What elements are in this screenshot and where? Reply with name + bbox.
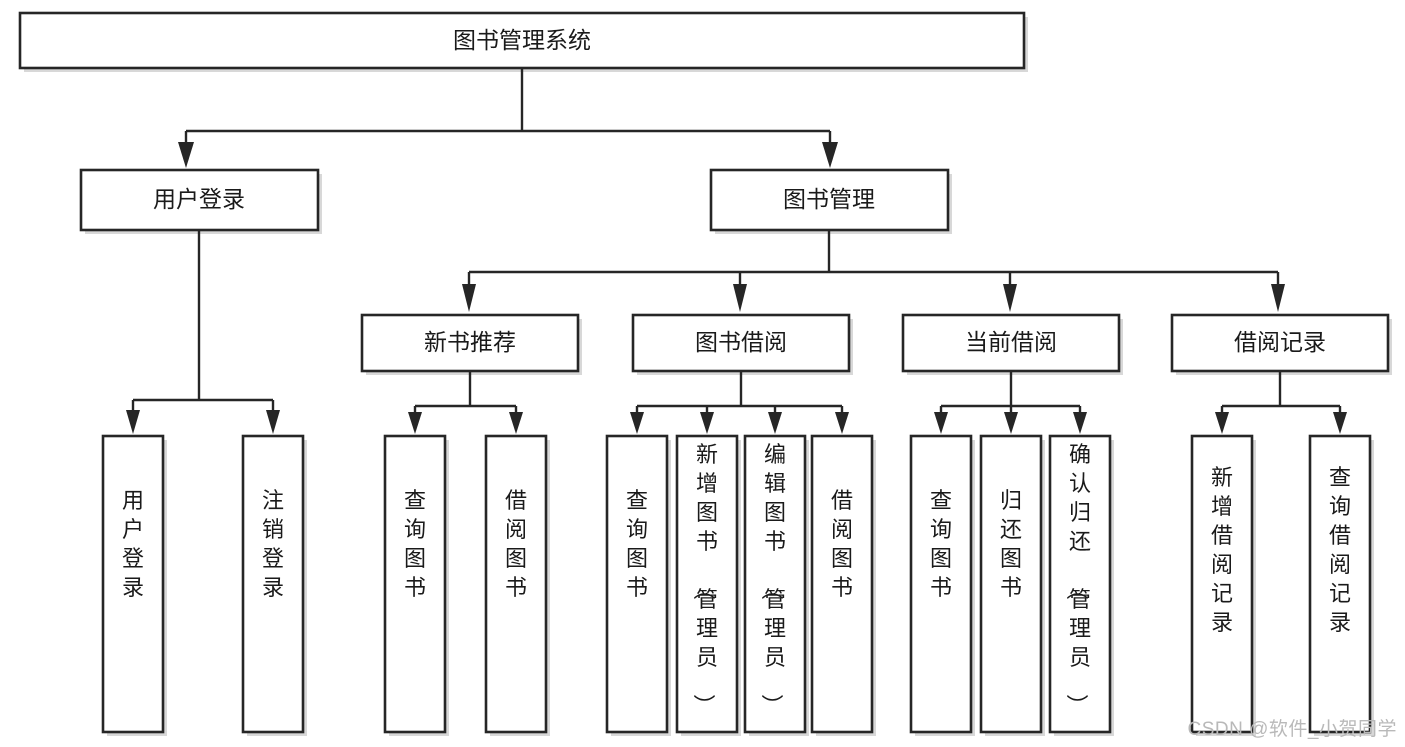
- leaf-node: 确认归还（管理员）: [1048, 434, 1114, 736]
- connector-current-borrow-to-leaves: [934, 371, 1087, 434]
- leaf-label: 查询图书: [626, 488, 648, 600]
- leaf-node: 查询图书: [909, 434, 975, 736]
- leaf-node: 新增图书（管理员）: [675, 434, 741, 736]
- connector-new-book-recommendation-to-leaves: [408, 371, 523, 434]
- leaf-node: 查询图书: [383, 434, 449, 736]
- node-current-borrow-label: 当前借阅: [965, 329, 1057, 355]
- node-new-book-recommendation: 新书推荐: [360, 313, 582, 375]
- leaf-label: 编辑图书（管理员）: [759, 442, 786, 716]
- node-book-management: 图书管理: [709, 168, 952, 234]
- connector-book-management-to-level3: [462, 230, 1285, 312]
- node-user-login-label: 用户登录: [153, 186, 245, 212]
- leaf-node: 借阅图书: [484, 434, 550, 736]
- connector-book-borrow-to-leaves: [630, 371, 849, 434]
- csdn-watermark: CSDN @软件_小贺同学: [1187, 719, 1397, 740]
- leaf-node: 新增借阅记录: [1190, 434, 1256, 736]
- leaf-node: 用户登录: [101, 434, 167, 736]
- leaf-node: 归还图书: [979, 434, 1045, 736]
- leaf-label: 新增图书（管理员）: [691, 442, 718, 716]
- leaf-label: 借阅图书: [505, 488, 527, 600]
- node-borrow-record: 借阅记录: [1170, 313, 1392, 375]
- node-root: 图书管理系统: [18, 11, 1028, 72]
- connector-borrow-record-to-leaves: [1215, 371, 1347, 434]
- leaf-node: 注销登录: [241, 434, 307, 736]
- leaf-label: 查询图书: [930, 488, 952, 600]
- node-current-borrow: 当前借阅: [901, 313, 1123, 375]
- leaf-label: 借阅图书: [831, 488, 853, 600]
- leaf-label: 注销登录: [262, 488, 284, 600]
- node-book-borrow: 图书借阅: [631, 313, 853, 375]
- leaf-node: 查询图书: [605, 434, 671, 736]
- connector-user-login-to-leaves: [126, 230, 280, 434]
- leaf-label: 新增借阅记录: [1211, 465, 1233, 635]
- leaf-node: 查询借阅记录: [1308, 434, 1374, 736]
- leaf-label: 查询图书: [404, 488, 426, 600]
- leaf-node: 借阅图书: [810, 434, 876, 736]
- leaf-label: 查询借阅记录: [1329, 465, 1351, 635]
- leaf-label: 确认归还（管理员）: [1064, 442, 1091, 716]
- leaf-label: 用户登录: [122, 488, 144, 600]
- node-new-book-recommendation-label: 新书推荐: [424, 329, 516, 355]
- leaf-label: 归还图书: [1000, 488, 1022, 600]
- node-book-borrow-label: 图书借阅: [695, 329, 787, 355]
- node-book-management-label: 图书管理: [783, 186, 875, 212]
- node-borrow-record-label: 借阅记录: [1234, 329, 1326, 355]
- connector-root-to-level2: [178, 68, 838, 168]
- node-root-label: 图书管理系统: [453, 27, 591, 53]
- leaf-node: 编辑图书（管理员）: [743, 434, 809, 736]
- node-user-login: 用户登录: [79, 168, 322, 234]
